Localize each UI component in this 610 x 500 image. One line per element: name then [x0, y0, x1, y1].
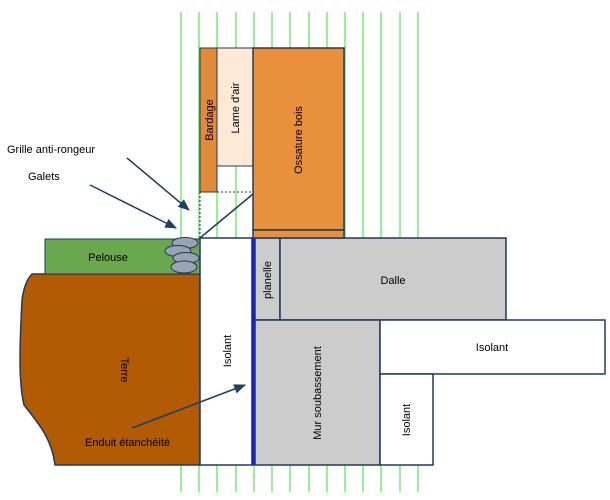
label-isolant-vertical: Isolant — [222, 335, 234, 367]
arrow-enduit — [131, 384, 247, 429]
sill-plate — [252, 229, 345, 239]
label-planelle: planelle — [262, 261, 274, 299]
arrow-grille — [126, 157, 190, 211]
label-galets: Galets — [28, 171, 60, 183]
label-enduit-etancheite: Enduit étanchéité — [85, 437, 170, 449]
label-pelouse: Pelouse — [88, 252, 128, 264]
slab-insulation — [379, 319, 606, 375]
label-bardage: Bardage — [204, 99, 216, 141]
wood-framing — [252, 47, 345, 231]
slab-block — [279, 237, 507, 321]
label-isolant-dalle: Isolant — [476, 342, 508, 354]
diagonal-flashing — [199, 193, 254, 239]
air-gap — [216, 47, 254, 167]
lower-insulation — [379, 373, 434, 466]
earth-shape — [19, 273, 201, 466]
label-isolant-bas: Isolant — [401, 404, 413, 436]
pebbles — [164, 237, 200, 274]
label-dalle: Dalle — [380, 275, 405, 287]
pebble — [170, 260, 198, 274]
basement-wall — [254, 319, 381, 466]
arrow-galets — [89, 184, 178, 229]
label-terre: Terre — [118, 357, 130, 382]
label-lame-air: Lame d'air — [230, 82, 242, 133]
label-mur-soubassement: Mur soubassement — [312, 346, 324, 440]
label-ossature-bois: Ossature bois — [293, 106, 305, 174]
label-grille-anti-rongeur: Grille anti-rongeur — [7, 144, 95, 156]
